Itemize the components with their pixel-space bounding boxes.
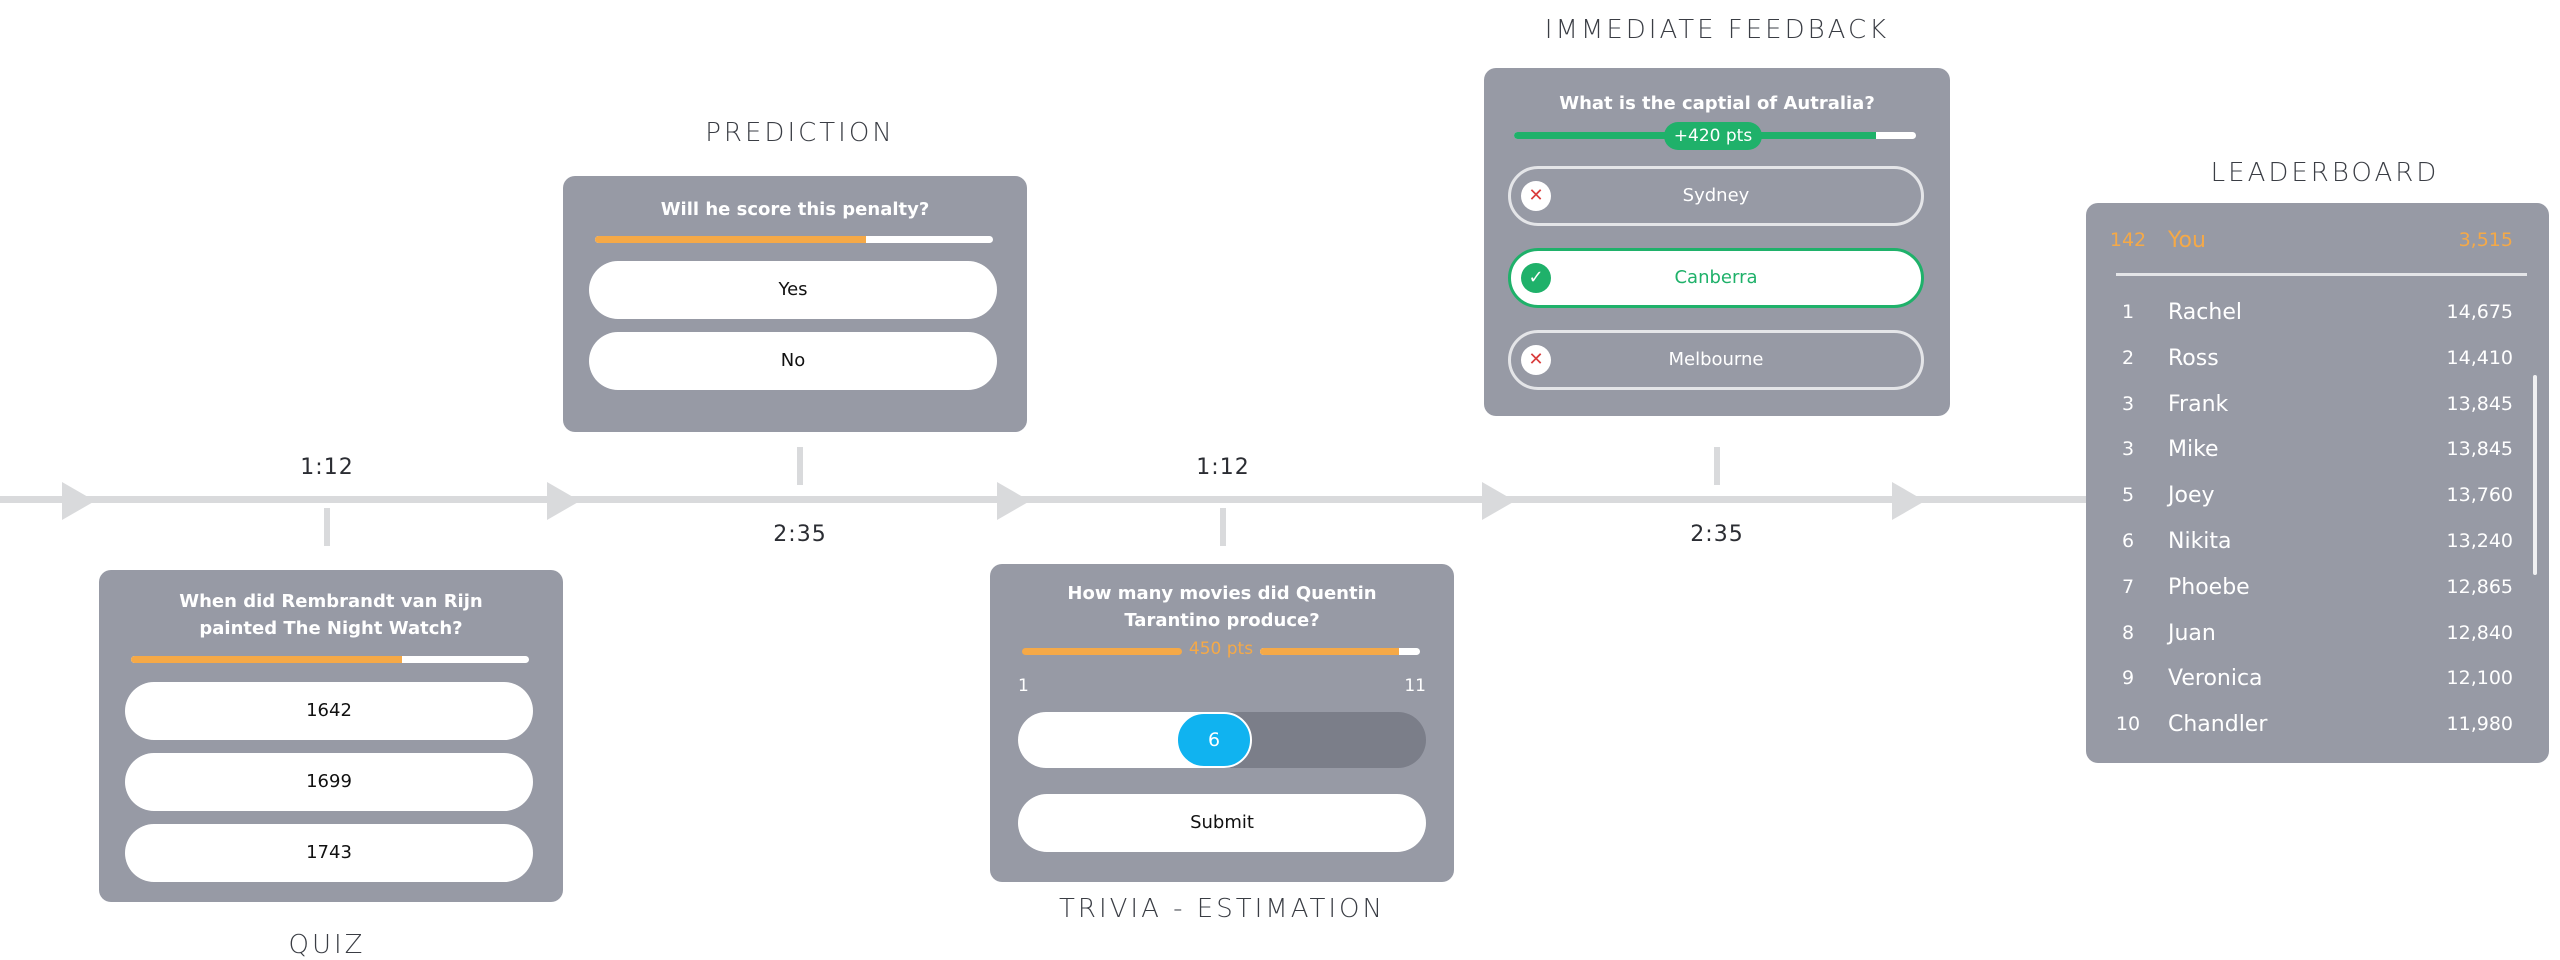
leaderboard-score: 3,515 [2458, 229, 2513, 251]
leaderboard-score: 12,100 [2446, 667, 2513, 690]
leaderboard-name: Phoebe [2168, 574, 2250, 600]
leaderboard-you-row: 142 You 3,515 [2086, 219, 2549, 265]
leaderboard-rank: 9 [2121, 667, 2135, 690]
slider-max-label: 11 [1404, 676, 1426, 696]
timeline-tick [1220, 508, 1226, 546]
leaderboard-rank: 3 [2121, 392, 2135, 415]
trivia-title: TRIVIA - ESTIMATION [1059, 894, 1385, 924]
correct-answer-icon: ✓ [1521, 263, 1551, 293]
feedback-question: What is the captial of Autralia? [1559, 93, 1875, 114]
leaderboard-rank: 7 [2121, 575, 2135, 598]
feedback-title: IMMEDIATE FEEDBACK [1544, 15, 1890, 45]
leaderboard-rank: 2 [2121, 346, 2135, 369]
leaderboard-row: 8 Juan 12,840 [2086, 612, 2549, 658]
leaderboard-row: 7 Phoebe 12,865 [2086, 566, 2549, 612]
prediction-question: Will he score this penalty? [660, 199, 930, 220]
timeline-arrow-icon [1482, 482, 1515, 520]
timeline-line [0, 496, 2090, 503]
timeline-time: 2:35 [773, 522, 827, 547]
estimation-slider[interactable]: 6 [1018, 712, 1426, 768]
quiz-card: When did Rembrandt van Rijn painted The … [99, 570, 563, 902]
quiz-option[interactable]: 1642 [125, 682, 533, 740]
trivia-question: How many movies did Quentin Tarantino pr… [1067, 583, 1377, 631]
quiz-option[interactable]: 1743 [125, 824, 533, 882]
leaderboard-rank: 10 [2115, 713, 2141, 736]
timeline-tick [797, 447, 803, 485]
leaderboard-score: 11,980 [2446, 713, 2513, 736]
submit-button[interactable]: Submit [1018, 794, 1426, 852]
prediction-option-no[interactable]: No [589, 332, 997, 390]
leaderboard-row: 2 Ross 14,410 [2086, 337, 2549, 383]
leaderboard-name: Rachel [2168, 300, 2242, 325]
leaderboard-name: Mike [2168, 437, 2219, 463]
slider-handle[interactable]: 6 [1176, 712, 1252, 768]
leaderboard-score: 13,845 [2446, 392, 2513, 415]
leaderboard-rank: 142 [2109, 229, 2147, 251]
prediction-progress-fill [595, 236, 866, 243]
feedback-option-canberra[interactable]: ✓ Canberra [1508, 248, 1924, 308]
timeline-time: 1:12 [1196, 455, 1250, 480]
prediction-option-yes[interactable]: Yes [589, 261, 997, 319]
timeline-arrow-icon [997, 482, 1030, 520]
timeline-arrow-icon [547, 482, 580, 520]
quiz-progress-fill [131, 656, 402, 663]
quiz-title: QUIZ [288, 930, 366, 960]
leaderboard-rank: 1 [2121, 301, 2135, 323]
leaderboard-row: 5 Joey 13,760 [2086, 474, 2549, 520]
quiz-question: When did Rembrandt van Rijn painted The … [179, 591, 483, 639]
leaderboard-row: 1 Rachel 14,675 [2086, 291, 2549, 337]
quiz-progress-bar [131, 656, 529, 663]
leaderboard-row: 3 Frank 13,845 [2086, 383, 2549, 429]
trivia-progress-fill [1260, 648, 1400, 655]
leaderboard-row: 6 Nikita 13,240 [2086, 520, 2549, 566]
leaderboard-name: You [2168, 228, 2206, 253]
leaderboard-scrollbar[interactable] [2533, 375, 2537, 575]
leaderboard-divider [2116, 273, 2527, 276]
timeline-tick [324, 508, 330, 546]
prediction-title: PREDICTION [705, 118, 895, 148]
trivia-card: How many movies did Quentin Tarantino pr… [990, 564, 1454, 882]
leaderboard-name: Veronica [2168, 666, 2263, 692]
leaderboard-row: 10 Chandler 11,980 [2086, 703, 2549, 749]
leaderboard-score: 14,675 [2446, 301, 2513, 323]
timeline-tick [1714, 447, 1720, 485]
feedback-option-melbourne[interactable]: ✕ Melbourne [1508, 330, 1924, 390]
leaderboard-name: Juan [2168, 620, 2216, 646]
leaderboard-name: Chandler [2168, 712, 2268, 738]
leaderboard-name: Joey [2168, 483, 2215, 509]
leaderboard-rank: 6 [2121, 530, 2135, 552]
leaderboard-score: 12,865 [2446, 575, 2513, 598]
leaderboard-name: Ross [2168, 345, 2219, 371]
feedback-card: What is the captial of Autralia? +420 pt… [1484, 68, 1950, 416]
leaderboard-card: 142 You 3,515 1 Rachel 14,675 2 Ross 14,410 3 F… [2086, 203, 2549, 763]
timeline-arrow-icon [62, 482, 95, 520]
leaderboard-row: 3 Mike 13,845 [2086, 428, 2549, 474]
leaderboard-title: LEADERBOARD [2210, 158, 2440, 188]
leaderboard-rank: 8 [2121, 621, 2135, 644]
quiz-option[interactable]: 1699 [125, 753, 533, 811]
prediction-progress-bar [595, 236, 993, 243]
leaderboard-row: 9 Veronica 12,100 [2086, 657, 2549, 703]
leaderboard-score: 14,410 [2446, 346, 2513, 369]
slider-min-label: 1 [1018, 676, 1029, 696]
leaderboard-score: 13,240 [2446, 530, 2513, 552]
leaderboard-rank: 3 [2121, 438, 2135, 461]
timeline-time: 2:35 [1690, 522, 1744, 547]
trivia-progress-bar: 450 pts [1022, 639, 1420, 659]
prediction-card: Will he score this penalty? Yes No [563, 176, 1027, 432]
leaderboard-rank: 5 [2121, 484, 2135, 507]
trivia-points: 450 pts [1188, 639, 1254, 659]
feedback-option-sydney[interactable]: ✕ Sydney [1508, 166, 1924, 226]
leaderboard-score: 13,760 [2446, 484, 2513, 507]
leaderboard-score: 12,840 [2446, 621, 2513, 644]
leaderboard-name: Frank [2168, 391, 2229, 417]
feedback-points-badge: +420 pts [1664, 122, 1762, 150]
leaderboard-name: Nikita [2168, 529, 2232, 554]
leaderboard-score: 13,845 [2446, 438, 2513, 461]
timeline-time: 1:12 [300, 455, 354, 480]
wrong-answer-icon: ✕ [1521, 345, 1551, 375]
wrong-answer-icon: ✕ [1521, 181, 1551, 211]
timeline-arrow-icon [1892, 482, 1925, 520]
